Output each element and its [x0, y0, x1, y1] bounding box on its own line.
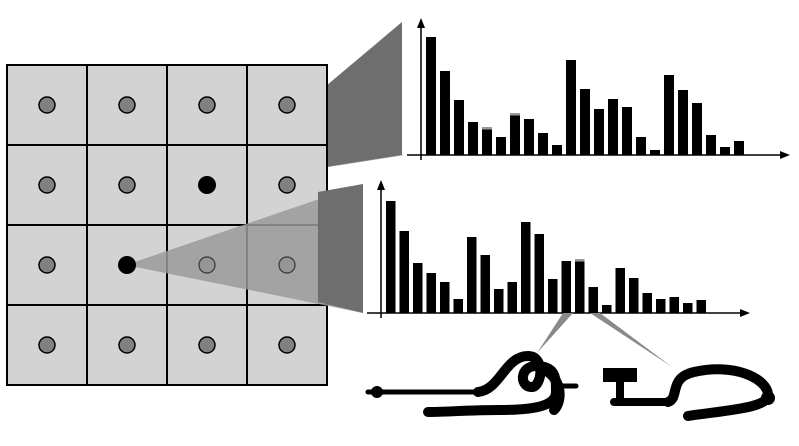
histogram-bar — [454, 100, 464, 155]
histogram-bar — [480, 255, 490, 313]
histogram-bar — [594, 109, 604, 155]
histogram-bar — [440, 282, 450, 313]
histogram-bar — [669, 297, 679, 313]
histogram-bar — [575, 259, 585, 313]
hook-stroke-curve — [663, 364, 773, 421]
histogram-bar — [426, 37, 436, 155]
histogram-bar — [494, 289, 504, 313]
histogram-1 — [407, 18, 790, 160]
histogram-bar — [678, 90, 688, 155]
keypoint-dot — [38, 96, 56, 114]
histogram-bar — [580, 89, 590, 155]
histogram-bar — [683, 303, 693, 313]
keypoint-dot — [38, 176, 56, 194]
histogram-bar — [636, 137, 646, 155]
keypoint-dot — [198, 336, 216, 354]
histogram-bar — [566, 60, 576, 155]
histogram-bar-cap — [575, 259, 585, 262]
histogram-bar — [650, 150, 660, 155]
curly-stroke-start-dot — [371, 386, 383, 398]
histogram-bar — [521, 222, 531, 313]
histogram-bar-cap — [510, 113, 520, 116]
histogram-bar — [507, 282, 517, 313]
selected-keypoint-dot — [118, 256, 136, 274]
cell-grid — [6, 64, 328, 386]
histogram-bar — [602, 305, 612, 313]
histogram-bar — [734, 141, 744, 155]
y-axis-arrow-icon — [377, 180, 385, 190]
histogram-bar — [696, 300, 706, 313]
projection-bottom-light-face — [126, 184, 363, 313]
histogram-bar — [482, 127, 492, 155]
selected-dots — [118, 176, 296, 274]
selected-keypoint-dot — [198, 176, 216, 194]
histogram-bar — [656, 299, 666, 313]
connector-right — [590, 313, 672, 367]
histogram-bar — [629, 278, 639, 313]
hook-stroke-icon — [603, 364, 775, 421]
connector-left — [537, 313, 573, 353]
x-axis-arrow-icon — [780, 151, 790, 159]
histogram-bar — [615, 268, 625, 313]
histogram-bar — [426, 273, 436, 313]
keypoint-dot — [118, 96, 136, 114]
curly-stroke-loop — [423, 351, 561, 417]
keypoint-dot — [38, 336, 56, 354]
histogram-bar — [534, 234, 544, 313]
histogram-bar — [510, 113, 520, 155]
histogram-bar — [496, 137, 506, 155]
histogram-bar — [642, 293, 652, 313]
histogram-2 — [367, 180, 750, 318]
histograms — [367, 18, 790, 318]
histogram-bar — [664, 75, 674, 155]
histogram-bar — [440, 71, 450, 155]
keypoint-dot — [118, 336, 136, 354]
histogram-bar — [548, 279, 558, 313]
histogram-bar — [453, 299, 463, 313]
histogram-bar-cap — [482, 127, 492, 130]
y-axis-arrow-icon — [417, 18, 425, 28]
histogram-bar — [622, 107, 632, 155]
histogram-bar — [552, 145, 562, 155]
histogram-bar — [386, 201, 396, 313]
curly-stroke-icon — [365, 351, 579, 417]
histogram-bar — [468, 122, 478, 155]
projection-bottom-dark-face — [318, 184, 363, 313]
histogram-bar — [608, 99, 618, 155]
curly-stroke-hook — [543, 367, 565, 415]
histogram-bar — [413, 263, 423, 313]
projection-bottom — [126, 184, 363, 313]
keypoint-dot-outline — [278, 256, 296, 274]
histogram-bar — [692, 103, 702, 155]
grid-cell — [6, 224, 88, 306]
histogram-bar — [524, 119, 534, 155]
x-axis-arrow-icon — [740, 309, 750, 317]
histogram-bar — [561, 261, 571, 313]
histogram-bar — [467, 237, 477, 313]
histogram-bar — [399, 231, 409, 313]
hook-stroke-end-dot — [761, 391, 775, 405]
keypoint-dot — [198, 96, 216, 114]
histogram-bar — [706, 135, 716, 155]
grid-cell — [86, 64, 168, 146]
histogram-bar — [720, 147, 730, 155]
keypoint-dot — [278, 96, 296, 114]
keypoint-dot — [278, 176, 296, 194]
histogram-bar — [538, 133, 548, 155]
histogram-bar — [588, 287, 598, 313]
keypoint-dot — [118, 176, 136, 194]
keypoint-dot-outline — [198, 256, 216, 274]
keypoint-dot — [38, 256, 56, 274]
keypoint-dot — [278, 336, 296, 354]
